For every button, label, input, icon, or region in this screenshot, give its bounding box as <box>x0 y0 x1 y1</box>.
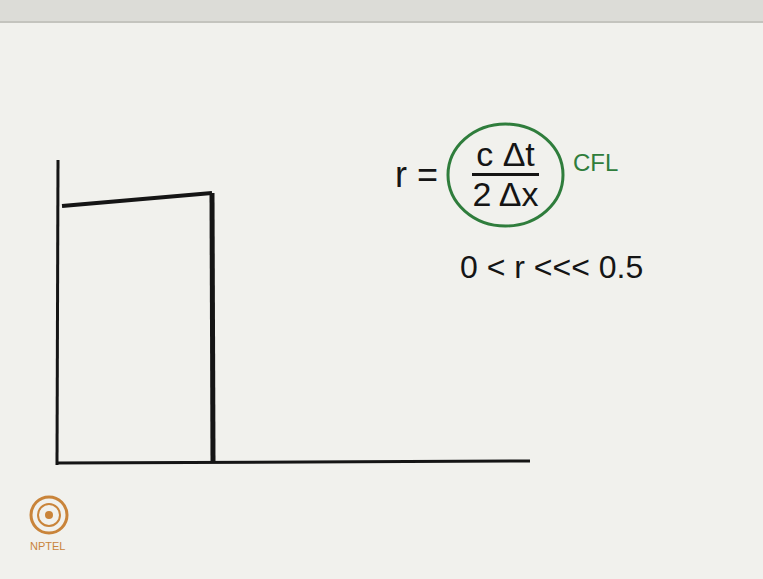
circle-outline <box>448 124 563 226</box>
inequality: 0 < r <<< 0.5 <box>460 250 643 285</box>
circled-term: c Δt2 Δx <box>446 122 565 228</box>
vertical-axis <box>57 160 58 465</box>
pulse-edge <box>212 193 213 462</box>
denominator: 2 Δx <box>468 176 542 213</box>
pulse-top <box>62 193 212 206</box>
band-edge <box>0 21 763 23</box>
horizontal-axis <box>57 461 530 463</box>
top-band <box>0 0 763 22</box>
logo-text: NPTEL <box>30 540 65 552</box>
equation-lhs: r = <box>395 155 438 195</box>
cfl-note: CFL <box>573 150 618 176</box>
nptel-logo <box>31 497 67 533</box>
numerator: c Δt <box>472 136 539 176</box>
